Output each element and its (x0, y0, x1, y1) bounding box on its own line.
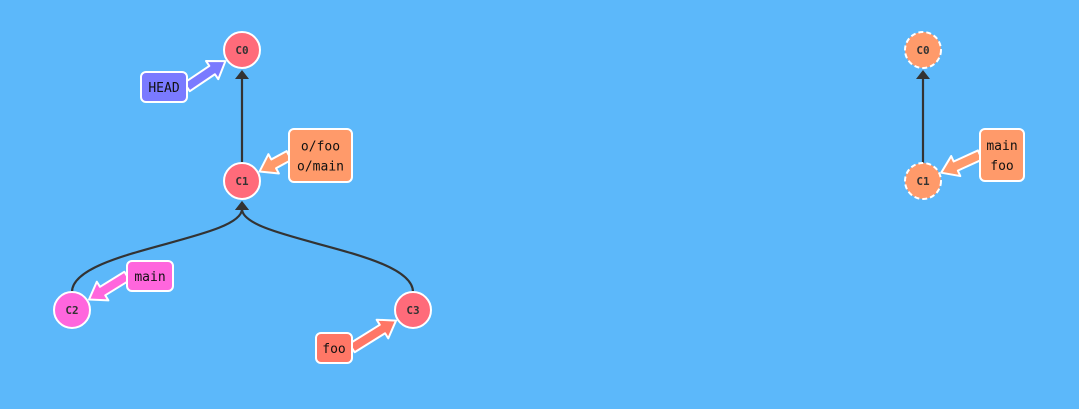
branch-arrow-tracking (258, 150, 293, 175)
branch-arrow-foo (348, 318, 398, 354)
branch-label-remote-branches[interactable]: main foo (979, 128, 1025, 182)
commit-label: C0 (916, 44, 929, 57)
edge-arrowhead-c1-c0 (235, 70, 249, 79)
commit-circle (53, 291, 91, 329)
branch-label-box (126, 260, 174, 292)
branch-label-foo[interactable]: foo (315, 332, 353, 364)
commit-circle (223, 162, 261, 200)
commit-circle (394, 291, 432, 329)
commit-label: C0 (235, 44, 248, 57)
branch-arrow-head (183, 59, 227, 93)
edge-arrowhead-c3-c1 (235, 201, 249, 210)
commit-circle (904, 31, 942, 69)
branch-label-text: main (134, 270, 165, 285)
branch-label-text: o/foo (301, 140, 340, 155)
edge-arrowhead-r1-r0 (916, 70, 930, 79)
branch-label-text: main (986, 139, 1017, 154)
branch-label-tracking[interactable]: o/foo o/main (288, 128, 353, 183)
branch-label-box (979, 128, 1025, 182)
branch-arrow-remote-branches (940, 149, 984, 178)
branch-label-box (315, 332, 353, 364)
commit-circle (223, 31, 261, 69)
branch-arrow-main (88, 270, 131, 302)
commit-label: C3 (406, 304, 419, 317)
commit-circle (904, 162, 942, 200)
branch-arrows-layer (88, 59, 984, 354)
commit-node-c1[interactable]: C1 (223, 162, 261, 200)
branch-label-text: o/main (297, 160, 344, 175)
commit-node-c2[interactable]: C2 (53, 291, 91, 329)
branch-label-head[interactable]: HEAD (140, 71, 188, 103)
commit-label: C1 (235, 175, 249, 188)
edge-c3-c1 (240, 208, 415, 293)
commit-label: C1 (916, 175, 930, 188)
branch-label-box (140, 71, 188, 103)
branch-labels-layer: HEAD o/foo o/main main foo main foo (126, 71, 1025, 364)
commit-node-c0[interactable]: C0 (904, 31, 942, 69)
commit-node-c1[interactable]: C1 (904, 162, 942, 200)
edges-layer (70, 70, 930, 293)
commit-label: C2 (65, 304, 78, 317)
branch-label-main[interactable]: main (126, 260, 174, 292)
commit-node-c3[interactable]: C3 (394, 291, 432, 329)
branch-label-text: HEAD (148, 81, 179, 96)
branch-label-box (288, 128, 353, 183)
edge-c2-c1 (70, 208, 244, 293)
branch-label-text: foo (322, 342, 345, 357)
branch-label-text: foo (990, 159, 1013, 174)
commit-node-c0[interactable]: C0 (223, 31, 261, 69)
